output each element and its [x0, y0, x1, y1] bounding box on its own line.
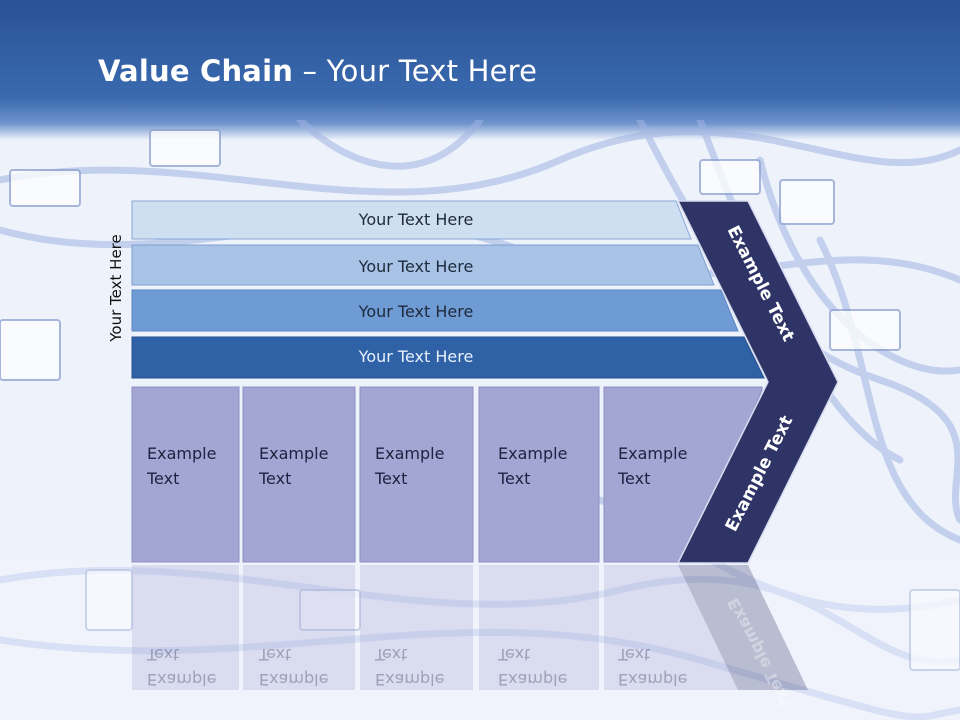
- box-3-line2: Text: [374, 469, 407, 488]
- reflection: [132, 565, 808, 690]
- row-4-bar: [131, 336, 765, 379]
- reflection-label: Example: [259, 670, 328, 689]
- row-4-label: Your Text Here: [358, 347, 474, 366]
- reflection-label: Text: [497, 645, 530, 664]
- reflection-label: Text: [258, 645, 291, 664]
- header-band: [0, 0, 960, 140]
- box-2-line1: Example: [259, 444, 328, 463]
- box-4: [478, 386, 600, 563]
- row-3-bar: [131, 289, 739, 332]
- box-1-line2: Text: [146, 469, 179, 488]
- reflection-label: Example: [147, 670, 216, 689]
- chevron-arrow: [676, 200, 839, 564]
- box-3-line1: Example: [375, 444, 444, 463]
- reflection-label: Text: [374, 645, 407, 664]
- box-4-line2: Text: [497, 469, 530, 488]
- row-1-label: Your Text Here: [358, 210, 474, 229]
- page-title-rest: – Your Text Here: [293, 54, 538, 88]
- side-label: Your Text Here: [107, 234, 125, 342]
- row-2-label: Your Text Here: [358, 257, 474, 276]
- box-2: [242, 386, 356, 563]
- box-1: [131, 386, 240, 563]
- row-1-bar: [131, 200, 692, 240]
- box-3: [359, 386, 474, 563]
- reflection-label: Example: [618, 670, 687, 689]
- reflection-label: Example: [375, 670, 444, 689]
- reflection-label: Example: [498, 670, 567, 689]
- row-3-label: Your Text Here: [358, 302, 474, 321]
- page-title: Value Chain – Your Text Here: [98, 54, 537, 88]
- box-1-line1: Example: [147, 444, 216, 463]
- box-5-line2: Text: [617, 469, 650, 488]
- box-5-line1: Example: [618, 444, 687, 463]
- row-2-bar: [131, 244, 715, 286]
- box-4-line1: Example: [498, 444, 567, 463]
- reflection-label: Text: [617, 645, 650, 664]
- box-2-line2: Text: [258, 469, 291, 488]
- page-title-strong: Value Chain: [98, 54, 294, 88]
- reflection-label: Text: [146, 645, 179, 664]
